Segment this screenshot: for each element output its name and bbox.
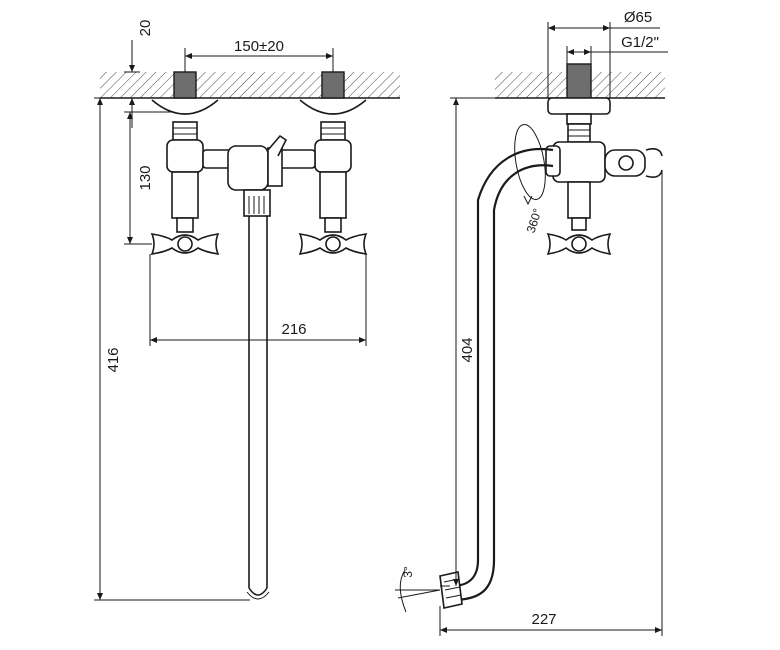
right-inlet xyxy=(321,71,345,99)
side-inlet xyxy=(566,63,592,99)
dim-front-total-height-label: 416 xyxy=(105,347,122,372)
tilt-indicator: 3° xyxy=(395,566,441,613)
left-inlet xyxy=(173,71,197,99)
dim-wall-thickness-label: 20 xyxy=(137,20,154,37)
dim-spout-length: 227 xyxy=(439,170,663,636)
side-cross-handle xyxy=(546,232,612,256)
rotation-indicator: 360° xyxy=(514,123,546,235)
left-cross-handle xyxy=(150,232,220,256)
dim-spout-reach: 216 xyxy=(149,254,367,346)
side-flange xyxy=(547,97,611,143)
side-body xyxy=(545,141,663,231)
front-spout xyxy=(246,216,270,600)
tilt-label: 3° xyxy=(401,566,415,578)
rotation-label: 360° xyxy=(524,207,545,235)
mixer-body xyxy=(202,134,316,217)
side-view: 360° 3° Ø65 xyxy=(395,9,668,636)
dim-handle-drop: 130 xyxy=(124,111,172,245)
left-flange xyxy=(151,99,219,233)
dim-side-total-height: 404 xyxy=(440,97,495,587)
dim-spout-length-label: 227 xyxy=(531,611,556,628)
dim-side-total-height-label: 404 xyxy=(459,337,476,362)
right-cross-handle xyxy=(298,232,368,256)
side-spout xyxy=(439,148,554,609)
dim-thread-label: G1/2" xyxy=(621,34,659,51)
right-flange xyxy=(299,99,367,233)
dim-center-distance: 150±20 xyxy=(184,38,334,72)
front-wall xyxy=(100,72,400,99)
dim-flange-diameter-label: Ø65 xyxy=(624,9,652,26)
dim-handle-drop-label: 130 xyxy=(137,165,154,190)
dim-center-distance-label: 150±20 xyxy=(234,38,284,55)
dim-front-total-height: 416 xyxy=(94,97,250,601)
dim-flange-diameter: Ø65 xyxy=(547,9,660,98)
dim-thread: G1/2" xyxy=(566,34,668,64)
front-view: 20 150±20 130 416 216 xyxy=(94,20,400,601)
dim-spout-reach-label: 216 xyxy=(281,321,306,338)
